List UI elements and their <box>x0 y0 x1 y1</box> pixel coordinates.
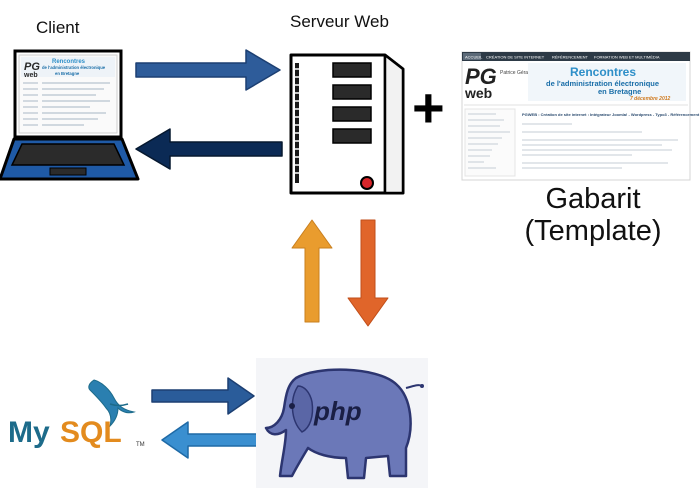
client-page-lines <box>23 82 110 126</box>
mysql-trademark: TM <box>136 442 145 448</box>
mysql-logo: My SQL TM <box>8 379 145 449</box>
template-thumbnail: ACCUEIL CRÉATION DE SITE INTERNET RÉFÉRE… <box>461 51 700 181</box>
server-icon <box>289 53 405 195</box>
client-label: Client <box>36 18 80 37</box>
client-banner-line1: Rencontres <box>52 59 86 65</box>
template-nav-item: ACCUEIL <box>465 55 483 60</box>
template-banner-line2: de l'administration électronique <box>546 79 659 88</box>
result-arrow <box>161 421 259 459</box>
client-banner-line3: en Bretagne <box>55 71 80 76</box>
laptop-icon: PG web Rencontres de l'administration él… <box>0 49 140 181</box>
template-banner-date: 7 décembre 2012 <box>630 96 671 102</box>
plus-sign: + <box>412 76 445 139</box>
template-logo-name: Patrice Gérard <box>500 70 533 76</box>
downward-arrow <box>347 219 389 327</box>
power-button-icon <box>360 176 374 190</box>
template-label-line1: Gabarit <box>545 183 641 215</box>
client-banner-line2: de l'administration électronique <box>42 65 106 70</box>
template-nav-item: FORMATION WEB ET MULTIMÉDIA <box>594 55 660 60</box>
response-arrow <box>135 128 283 170</box>
template-logo-web: web <box>464 85 492 101</box>
template-label-line2: (Template) <box>524 215 662 247</box>
php-elephant-icon: php <box>256 358 428 488</box>
server-label: Serveur Web <box>290 12 389 31</box>
request-arrow <box>135 49 281 91</box>
dolphin-icon <box>88 379 136 428</box>
template-headline: PGWEB : Création de site internet : Inté… <box>522 112 700 117</box>
template-banner-line1: Rencontres <box>570 65 636 79</box>
upward-arrow <box>291 219 333 323</box>
client-logo-web: web <box>23 72 38 79</box>
template-banner-line3: en Bretagne <box>598 87 641 96</box>
php-logo-text: php <box>313 396 362 426</box>
template-nav-item: CRÉATION DE SITE INTERNET <box>486 55 545 60</box>
template-nav-item: RÉFÉRENCEMENT <box>552 55 589 60</box>
template-content-lines <box>522 123 678 169</box>
mysql-text-my: My <box>8 416 50 449</box>
query-arrow <box>151 377 255 415</box>
mysql-text-sql: SQL <box>60 416 122 449</box>
template-label: Gabarit (Template) <box>508 183 678 247</box>
template-logo-pg: PG <box>465 64 497 89</box>
server-drive-bays <box>332 62 372 144</box>
client-logo-pg: PG <box>24 61 40 73</box>
template-sidebar <box>464 108 516 177</box>
server-vent <box>295 63 299 183</box>
